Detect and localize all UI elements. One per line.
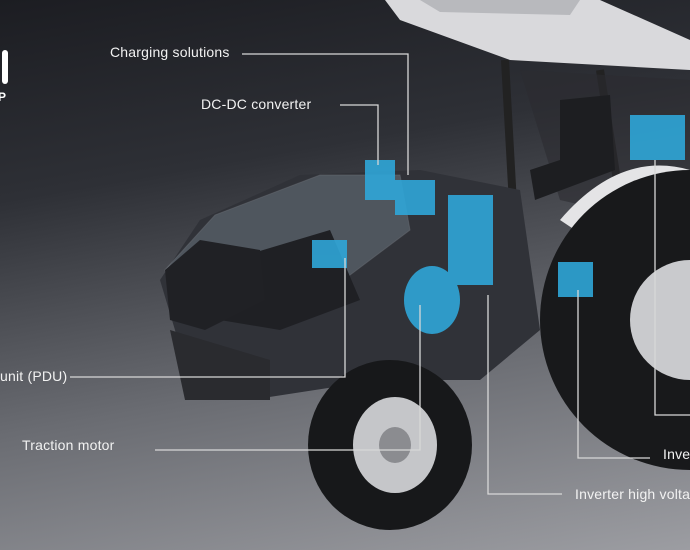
label-dcdc-converter: DC-DC converter — [201, 96, 312, 112]
leader-lines — [70, 53, 690, 495]
label-inverter: Inve — [663, 446, 690, 462]
logo-letter: P — [0, 90, 7, 104]
traction-motor — [404, 266, 460, 334]
inverter-unit — [558, 262, 593, 297]
label-inverter-high-voltage: Inverter high volta — [575, 486, 690, 502]
label-traction-motor: Traction motor — [22, 437, 115, 453]
logo-bar — [2, 50, 8, 84]
inverter-hv-unit — [448, 195, 493, 285]
dcdc-unit — [395, 180, 435, 215]
ev-components — [312, 115, 685, 334]
label-pdu: unit (PDU) — [0, 368, 68, 384]
rear-motor-unit — [630, 115, 685, 160]
cab-roof — [385, 0, 690, 70]
pdu-unit — [312, 240, 347, 268]
label-charging-solutions: Charging solutions — [110, 44, 230, 60]
charging-unit — [365, 160, 395, 200]
